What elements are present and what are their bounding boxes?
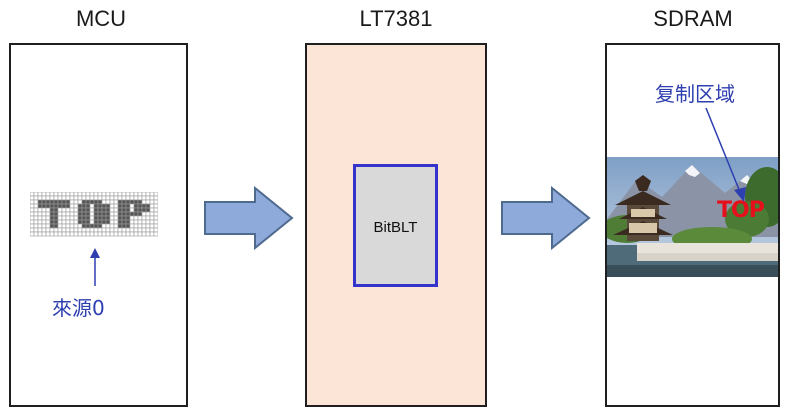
pagoda-scene-image — [607, 157, 778, 277]
bitblt-block: BitBLT — [353, 164, 438, 287]
source-pixel-image — [30, 192, 158, 237]
flow-arrow-1 — [204, 186, 294, 250]
bitblt-label: BitBLT — [373, 219, 418, 236]
lt7381-title: LT7381 — [359, 6, 433, 31]
source-arrow — [90, 248, 100, 286]
sdram-title: SDRAM — [653, 6, 733, 31]
copy-region-arrow — [705, 107, 746, 202]
mcu-title: MCU — [75, 6, 127, 31]
copied-top-text: TOP — [717, 198, 765, 223]
source-label: 來源0 — [52, 296, 105, 320]
flow-arrow-2 — [501, 186, 591, 250]
copy-region-label: 复制区域 — [655, 82, 735, 106]
